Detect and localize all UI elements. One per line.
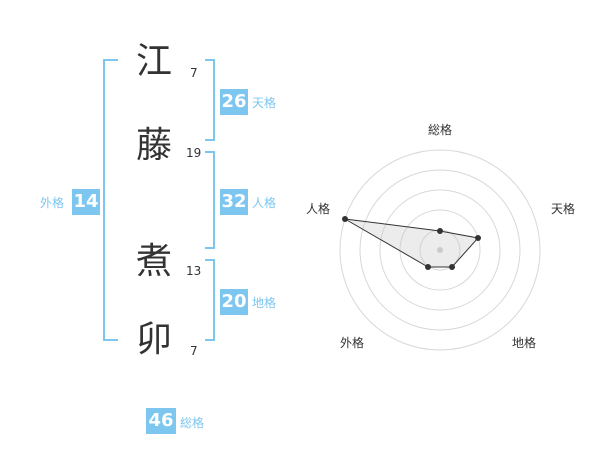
gaikaku-label: 外格: [40, 196, 65, 210]
radar-area: [344, 218, 479, 268]
tenkaku-bracket: [205, 59, 215, 141]
gaikaku-bracket: [103, 59, 118, 341]
radar-ring-3: [379, 189, 501, 311]
radar-ring-4: [359, 169, 521, 331]
radar-point-tenkaku: [475, 235, 481, 241]
stroke-count-3: 13: [186, 264, 202, 278]
radar-point-jinkaku: [342, 216, 348, 222]
jinkaku-label: 人格: [252, 196, 277, 210]
stroke-count-1: 7: [190, 66, 198, 80]
chikaku-value: 20: [220, 289, 248, 315]
chikaku-bracket: [205, 259, 215, 341]
name-char-4: 卯: [135, 319, 172, 360]
radar-points: [342, 216, 481, 270]
stroke-count-4: 7: [190, 344, 198, 358]
radar-label-gaikaku: 外格: [340, 335, 364, 350]
radar-label-soukaku: 総格: [428, 122, 452, 137]
name-char-1: 江: [135, 41, 172, 82]
soukaku-label: 総格: [180, 416, 205, 430]
radar-point-chikaku: [449, 264, 455, 270]
radar-label-chikaku: 地格: [512, 335, 536, 350]
radar-label-jinkaku: 人格: [306, 201, 330, 216]
tenkaku-value: 26: [220, 89, 248, 115]
stroke-count-2: 19: [186, 146, 202, 160]
tenkaku-label: 天格: [252, 96, 277, 110]
jinkaku-bracket: [205, 151, 215, 249]
radar-ring-2: [399, 209, 481, 291]
radar-point-soukaku: [437, 228, 443, 234]
gaikaku-value: 14: [72, 189, 100, 215]
radar-point-gaikaku: [425, 264, 431, 270]
radar-ring-5: [339, 149, 541, 351]
chikaku-label: 地格: [252, 296, 277, 310]
name-char-2: 藤: [135, 125, 172, 166]
radar-label-tenkaku: 天格: [551, 201, 575, 216]
soukaku-value: 46: [146, 408, 176, 434]
radar-grid: [339, 149, 541, 351]
jinkaku-value: 32: [220, 189, 248, 215]
radar-center-dot: [437, 247, 443, 253]
name-char-3: 煮: [135, 241, 172, 282]
